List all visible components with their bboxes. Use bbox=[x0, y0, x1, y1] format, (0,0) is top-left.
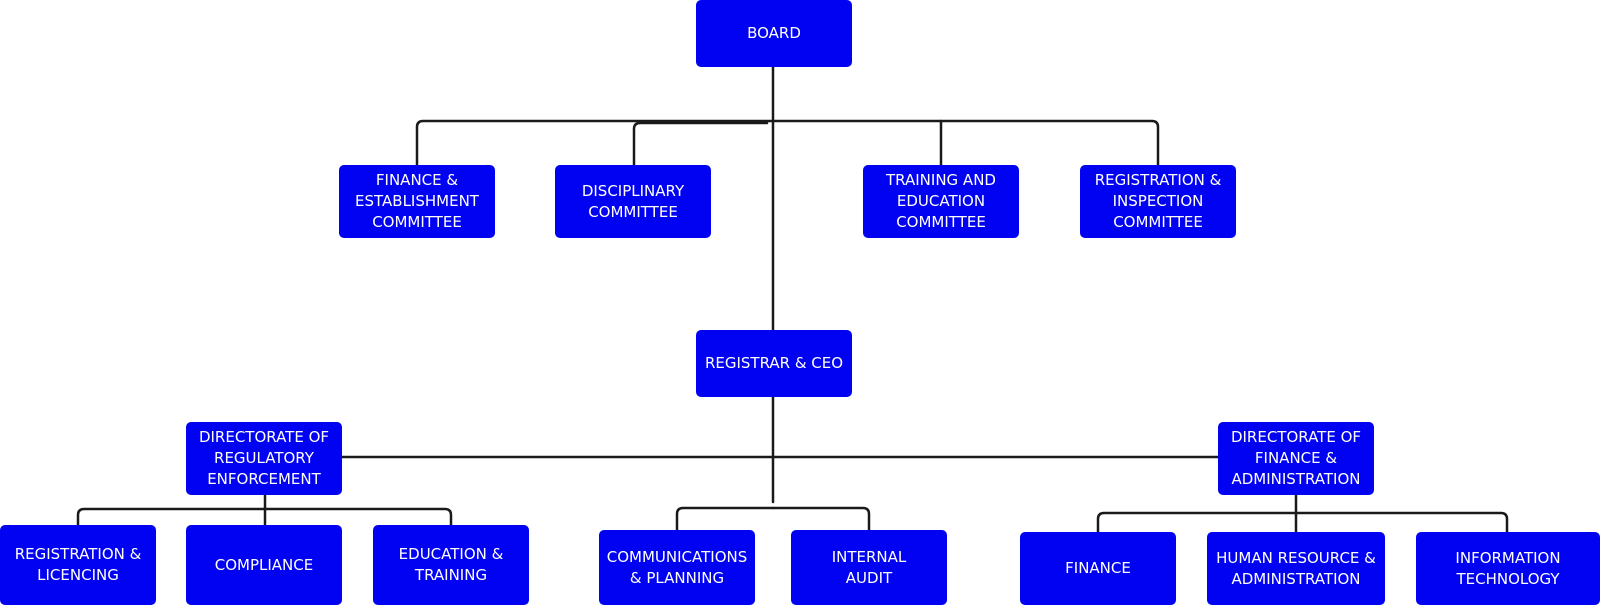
node-education-training: EDUCATION & TRAINING bbox=[373, 525, 529, 605]
node-information-technology: INFORMATION TECHNOLOGY bbox=[1416, 532, 1600, 605]
node-finance: FINANCE bbox=[1020, 532, 1176, 605]
node-directorate-finance-administration: DIRECTORATE OF FINANCE & ADMINISTRATION bbox=[1218, 422, 1374, 495]
connector-disciplinary bbox=[632, 121, 769, 167]
connector-regulatory-left bbox=[76, 507, 267, 527]
connector-staff-units bbox=[675, 506, 775, 532]
node-human-resource-administration: HUMAN RESOURCE & ADMINISTRATION bbox=[1207, 532, 1385, 605]
connector-finance-admin-right bbox=[1294, 511, 1509, 534]
node-training-education-committee: TRAINING AND EDUCATION COMMITTEE bbox=[863, 165, 1019, 238]
node-compliance: COMPLIANCE bbox=[186, 525, 342, 605]
node-communications-planning: COMMUNICATIONS & PLANNING bbox=[599, 530, 755, 605]
connector-committee-bar bbox=[771, 119, 1160, 167]
node-directorate-regulatory-enforcement: DIRECTORATE OF REGULATORY ENFORCEMENT bbox=[186, 422, 342, 495]
node-board: BOARD bbox=[696, 0, 852, 67]
node-finance-establishment-committee: FINANCE & ESTABLISHMENT COMMITTEE bbox=[339, 165, 495, 238]
connector-staff-units-right bbox=[771, 506, 871, 532]
node-internal-audit: INTERNAL AUDIT bbox=[791, 530, 947, 605]
connector-finance-admin-left bbox=[1096, 511, 1298, 534]
node-registration-licencing: REGISTRATION & LICENCING bbox=[0, 525, 156, 605]
node-registrar-ceo: REGISTRAR & CEO bbox=[696, 330, 852, 397]
connector-regulatory-right bbox=[263, 507, 453, 527]
connector-committee-bar-left bbox=[415, 119, 775, 168]
node-registration-inspection-committee: REGISTRATION & INSPECTION COMMITTEE bbox=[1080, 165, 1236, 238]
node-disciplinary-committee: DISCIPLINARY COMMITTEE bbox=[555, 165, 711, 238]
